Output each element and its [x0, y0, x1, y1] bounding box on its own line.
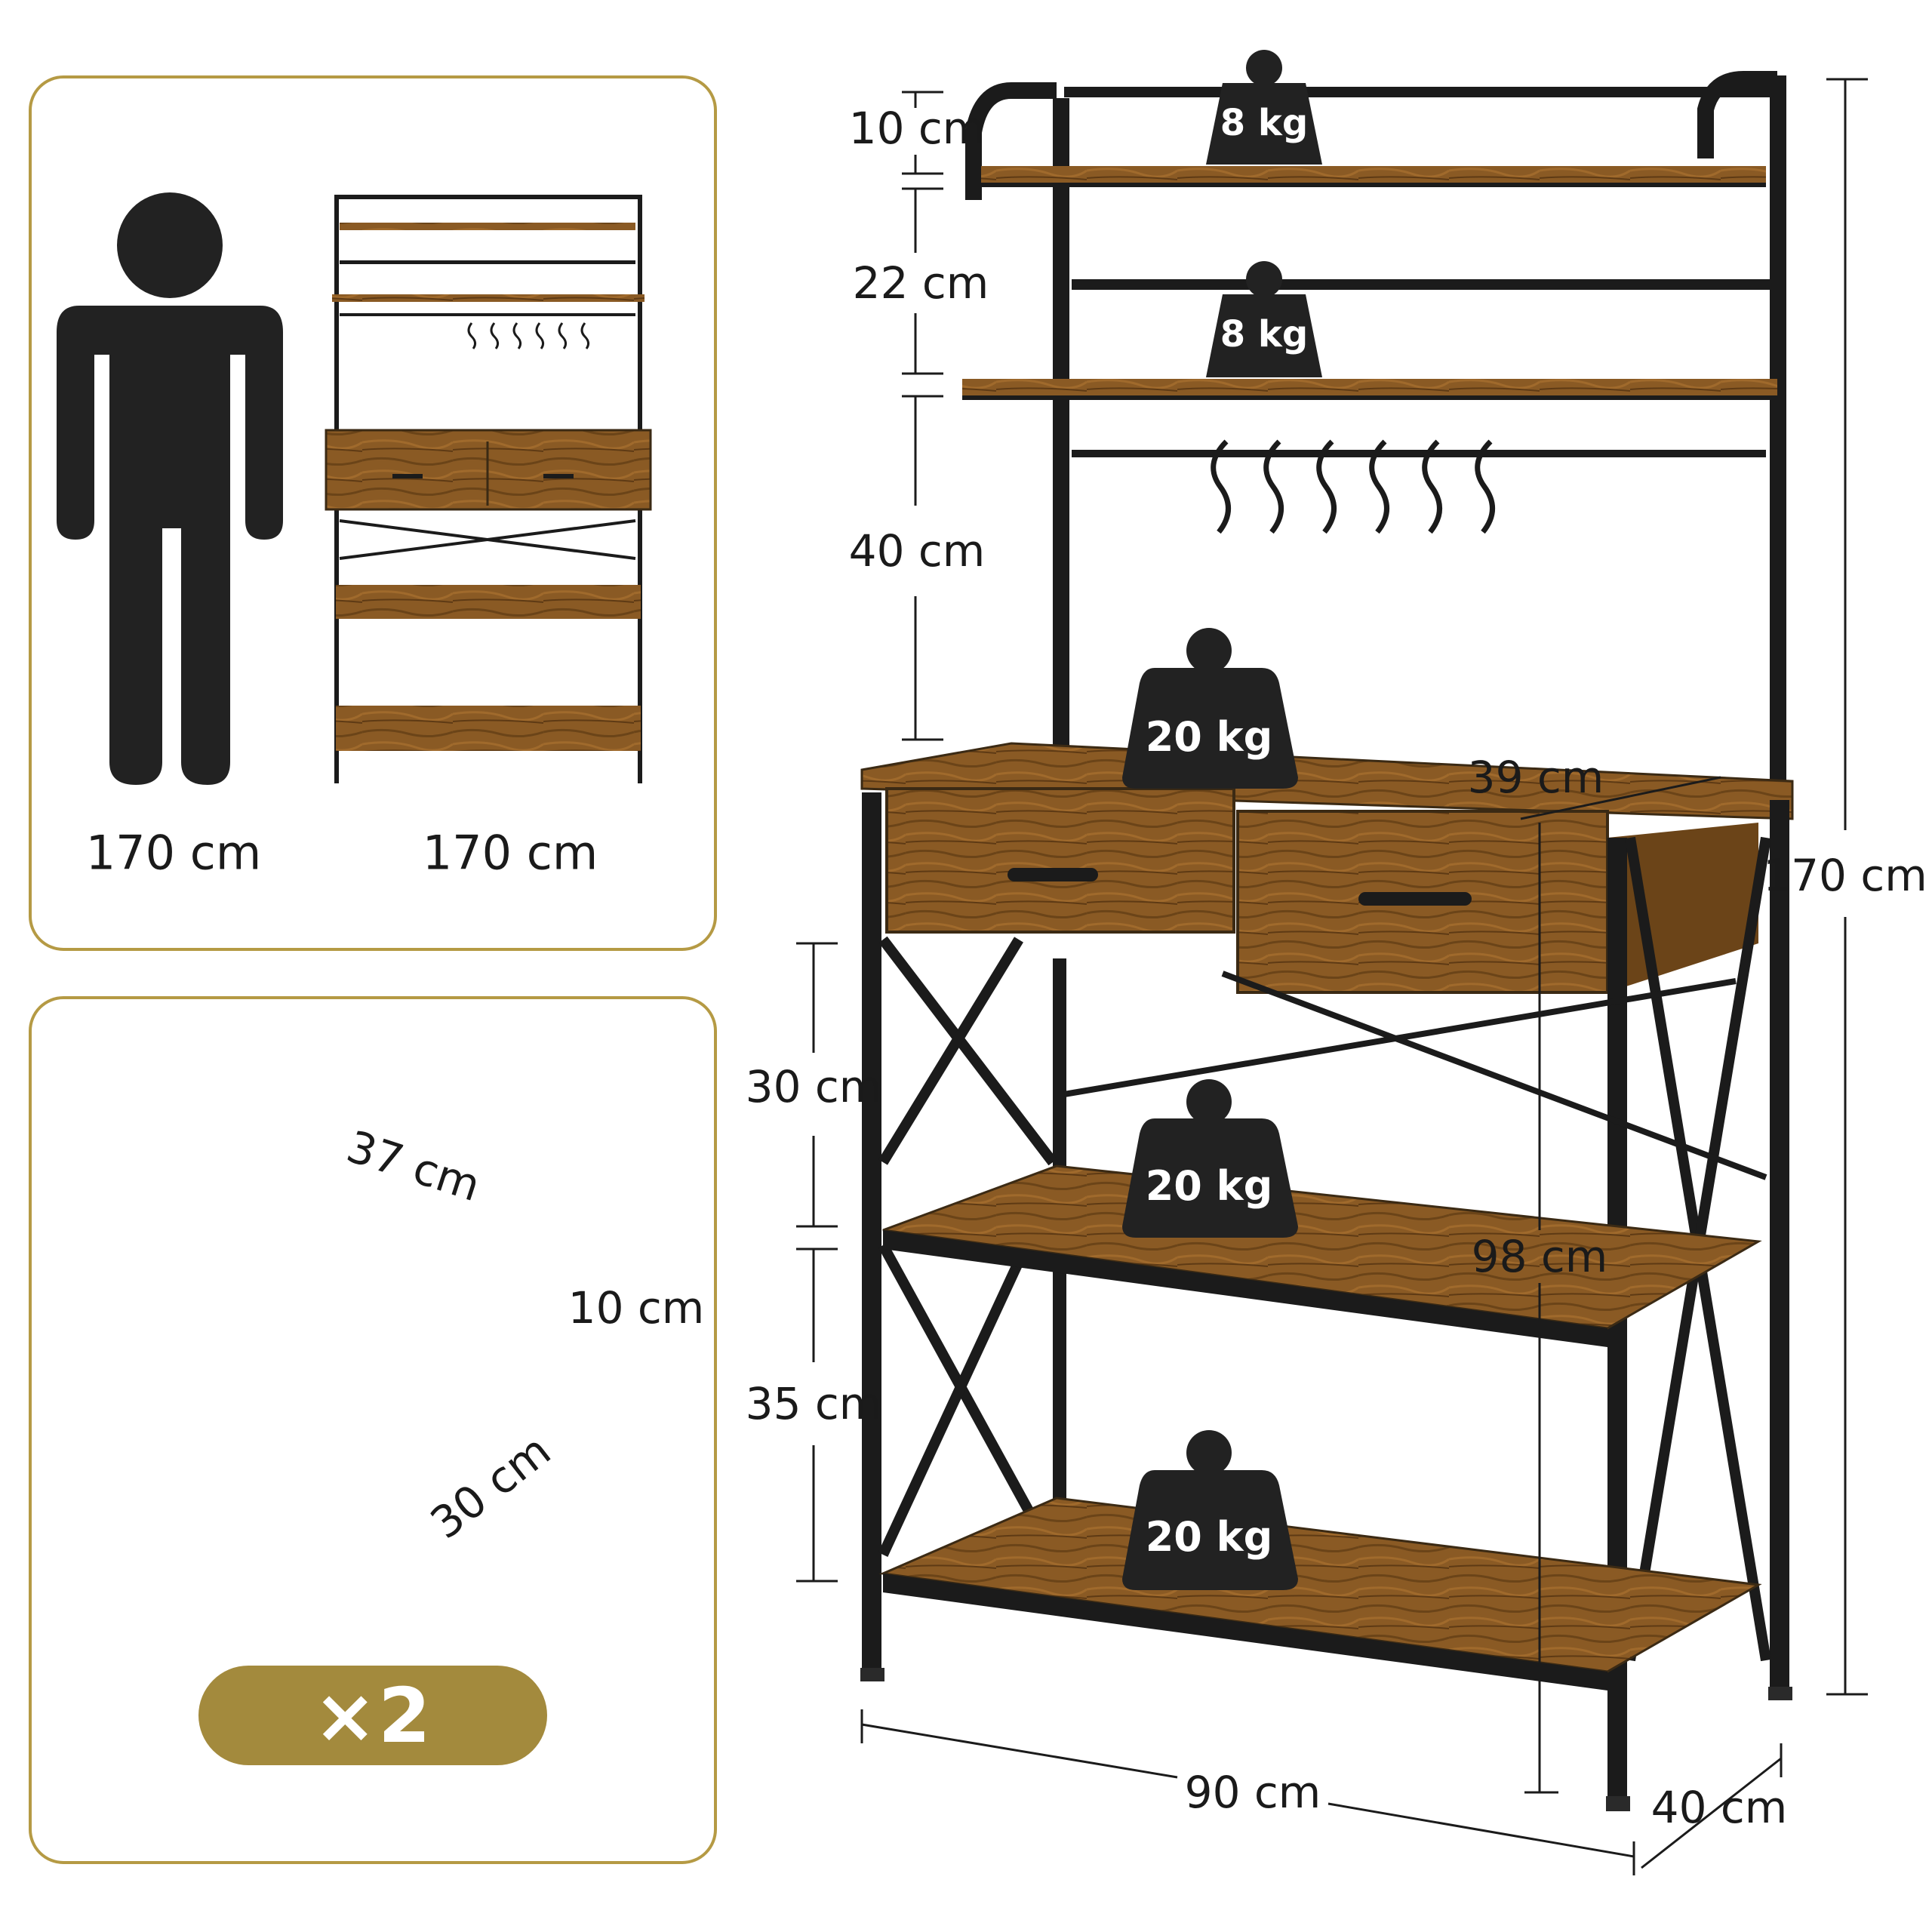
gap-3-label: 40 cm	[848, 525, 986, 577]
drawer-height-label: 10 cm	[568, 1282, 705, 1334]
s-hook-icon	[1211, 439, 1495, 534]
cabinet-depth-label: 39 cm	[1467, 752, 1604, 803]
drawer-quantity-badge: ×2	[198, 1666, 547, 1765]
rack-depth-label: 40 cm	[1651, 1782, 1788, 1833]
bottom-shelf-load-label: 20 kg	[1145, 1513, 1273, 1561]
person-height-label: 170 cm	[85, 825, 262, 881]
second-shelf-load-label: 8 kg	[1220, 313, 1309, 355]
rack-width-label: 90 cm	[1184, 1767, 1321, 1818]
top-shelf-load-label: 8 kg	[1220, 102, 1309, 144]
person-icon	[57, 192, 283, 785]
mini-rack-height-label: 170 cm	[422, 825, 598, 881]
mini-rack-icon	[325, 195, 652, 783]
gap-top-label: 10 cm	[848, 103, 986, 154]
cabinet-top-load-label: 20 kg	[1145, 713, 1273, 761]
middle-shelf-load-label: 20 kg	[1145, 1162, 1273, 1210]
total-height-label: 170 cm	[1763, 850, 1927, 901]
main-rack	[860, 71, 1794, 1811]
rack-dimension-lines	[796, 78, 1868, 1875]
gap-2-label: 22 cm	[852, 257, 989, 309]
gap-4-label: 30 cm	[745, 1061, 882, 1112]
weight-icon	[1122, 50, 1322, 1590]
gap-5-label: 35 cm	[745, 1378, 882, 1429]
counter-height-label: 98 cm	[1471, 1231, 1608, 1282]
